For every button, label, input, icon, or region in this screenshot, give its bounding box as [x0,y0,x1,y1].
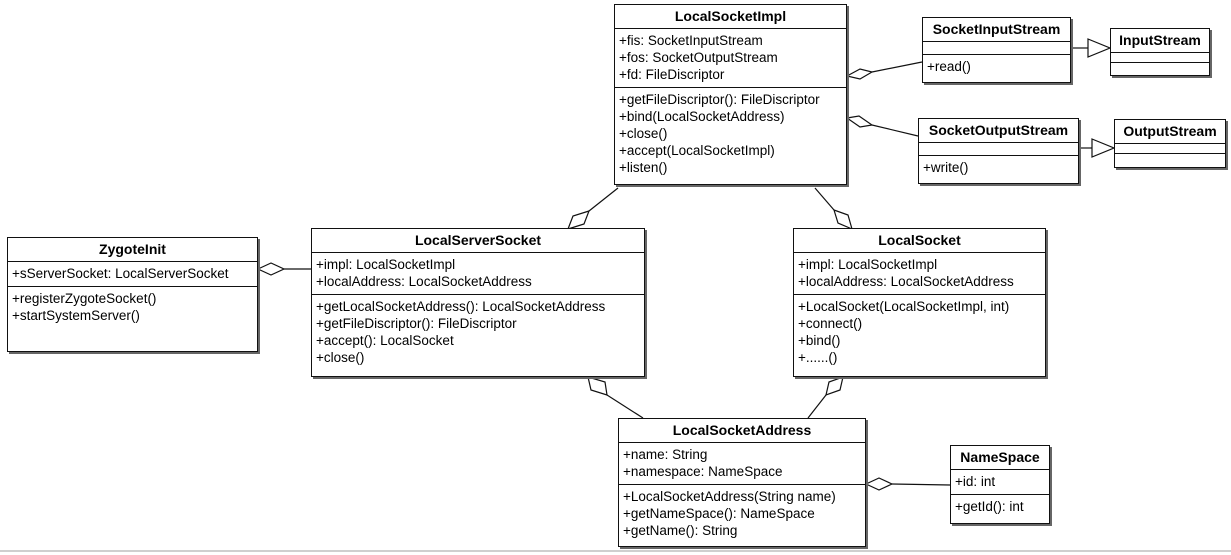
aggregation-line-socket-address [807,394,827,419]
attributes-section: +impl: LocalSocketImpl +localAddress: Lo… [312,253,644,295]
methods-section: +registerZygoteSocket() +startSystemServ… [8,287,257,328]
methods-section [1115,154,1225,163]
aggregation-diamond-fos [845,115,874,128]
class-socket-input-stream: SocketInputStream +read() [922,17,1071,83]
attributes-section [1115,144,1225,154]
method: +LocalSocket(LocalSocketImpl, int) [798,299,1010,314]
class-local-server-socket: LocalServerSocket +impl: LocalSocketImpl… [311,228,645,377]
class-name: LocalSocketAddress [619,419,865,443]
attribute: +localAddress: LocalSocketAddress [316,274,532,289]
attributes-section: +impl: LocalSocketImpl +localAddress: Lo… [794,253,1045,295]
method: +read() [927,59,971,74]
method: +listen() [619,160,668,175]
aggregation-line-server-impl [588,187,619,212]
attributes-section [919,143,1078,156]
attribute: +localAddress: LocalSocketAddress [798,274,1014,289]
attributes-section [923,42,1070,55]
method: +write() [923,160,969,175]
class-name-space: NameSpace +id: int +getId(): int [950,445,1050,524]
aggregation-diamond-server-impl [566,210,591,230]
method: +startSystemServer() [12,308,140,323]
inheritance-triangle-input [1087,38,1112,58]
aggregation-diamond-fis [845,68,874,80]
method: +getFileDiscriptor(): FileDiscriptor [619,92,820,107]
aggregation-diamond-socket-impl [833,209,853,231]
attribute: +impl: LocalSocketImpl [798,257,938,272]
aggregation-line-namespace [891,483,951,486]
class-name: NameSpace [951,446,1049,470]
method: +getLocalSocketAddress(): LocalSocketAdd… [316,299,606,314]
method: +accept(): LocalSocket [316,333,454,348]
aggregation-diamond-socket-address [825,376,844,396]
aggregation-line-fis [871,61,923,73]
class-name: ZygoteInit [8,238,257,262]
method: +getName(): String [623,523,738,538]
attribute: +namespace: NameSpace [623,464,783,479]
attributes-section: +name: String +namespace: NameSpace [619,443,865,485]
attribute: +name: String [623,447,708,462]
method: +registerZygoteSocket() [12,291,157,306]
attribute: +impl: LocalSocketImpl [316,257,456,272]
class-output-stream: OutputStream [1114,119,1226,168]
methods-section: +getFileDiscriptor(): FileDiscriptor +bi… [615,88,846,180]
aggregation-line-fos [871,124,919,137]
inheritance-triangle-output [1091,138,1116,158]
class-name: LocalSocket [794,229,1045,253]
methods-section [1111,63,1209,72]
methods-section: +LocalSocket(LocalSocketImpl, int) +conn… [794,295,1045,370]
class-input-stream: InputStream [1110,28,1210,76]
method: +LocalSocketAddress(String name) [623,489,836,504]
bottom-divider [0,550,1231,552]
attribute: +id: int [955,474,996,489]
attribute: +sServerSocket: LocalServerSocket [12,266,229,281]
attribute: +fos: SocketOutputStream [619,50,778,65]
method: +bind() [798,333,841,348]
attributes-section: +sServerSocket: LocalServerSocket [8,262,257,287]
method: +accept(LocalSocketImpl) [619,143,775,158]
class-local-socket: LocalSocket +impl: LocalSocketImpl +loca… [793,228,1046,377]
methods-section: +write() [919,156,1078,180]
class-zygote-init: ZygoteInit +sServerSocket: LocalServerSo… [7,237,258,352]
method: +......() [798,350,838,365]
class-name: SocketOutputStream [919,119,1078,143]
class-name: SocketInputStream [923,18,1070,42]
aggregation-diamond-namespace [864,477,894,491]
attributes-section [1111,53,1209,63]
aggregation-line-socket-impl [814,187,835,211]
method: +close() [316,350,365,365]
class-socket-output-stream: SocketOutputStream +write() [918,118,1079,184]
class-name: InputStream [1111,29,1209,53]
aggregation-line-server-address [606,394,644,419]
attributes-section: +id: int [951,470,1049,495]
method: +getId(): int [955,499,1024,514]
methods-section: +getId(): int [951,495,1049,519]
aggregation-diamond-server-address [587,376,608,396]
methods-section: +getLocalSocketAddress(): LocalSocketAdd… [312,295,644,370]
method: +getFileDiscriptor(): FileDiscriptor [316,316,517,331]
method: +getNameSpace(): NameSpace [623,506,815,521]
class-name: LocalServerSocket [312,229,644,253]
method: +close() [619,126,668,141]
class-name: LocalSocketImpl [615,5,846,29]
method: +connect() [798,316,863,331]
class-local-socket-impl: LocalSocketImpl +fis: SocketInputStream … [614,4,847,185]
class-local-socket-address: LocalSocketAddress +name: String +namesp… [618,418,866,547]
attributes-section: +fis: SocketInputStream +fos: SocketOutp… [615,29,846,88]
attribute: +fis: SocketInputStream [619,33,763,48]
methods-section: +read() [923,55,1070,79]
class-name: OutputStream [1115,120,1225,144]
method: +bind(LocalSocketAddress) [619,109,785,124]
attribute: +fd: FileDiscriptor [619,67,725,82]
methods-section: +LocalSocketAddress(String name) +getNam… [619,485,865,543]
aggregation-diamond-zygote [256,262,286,276]
